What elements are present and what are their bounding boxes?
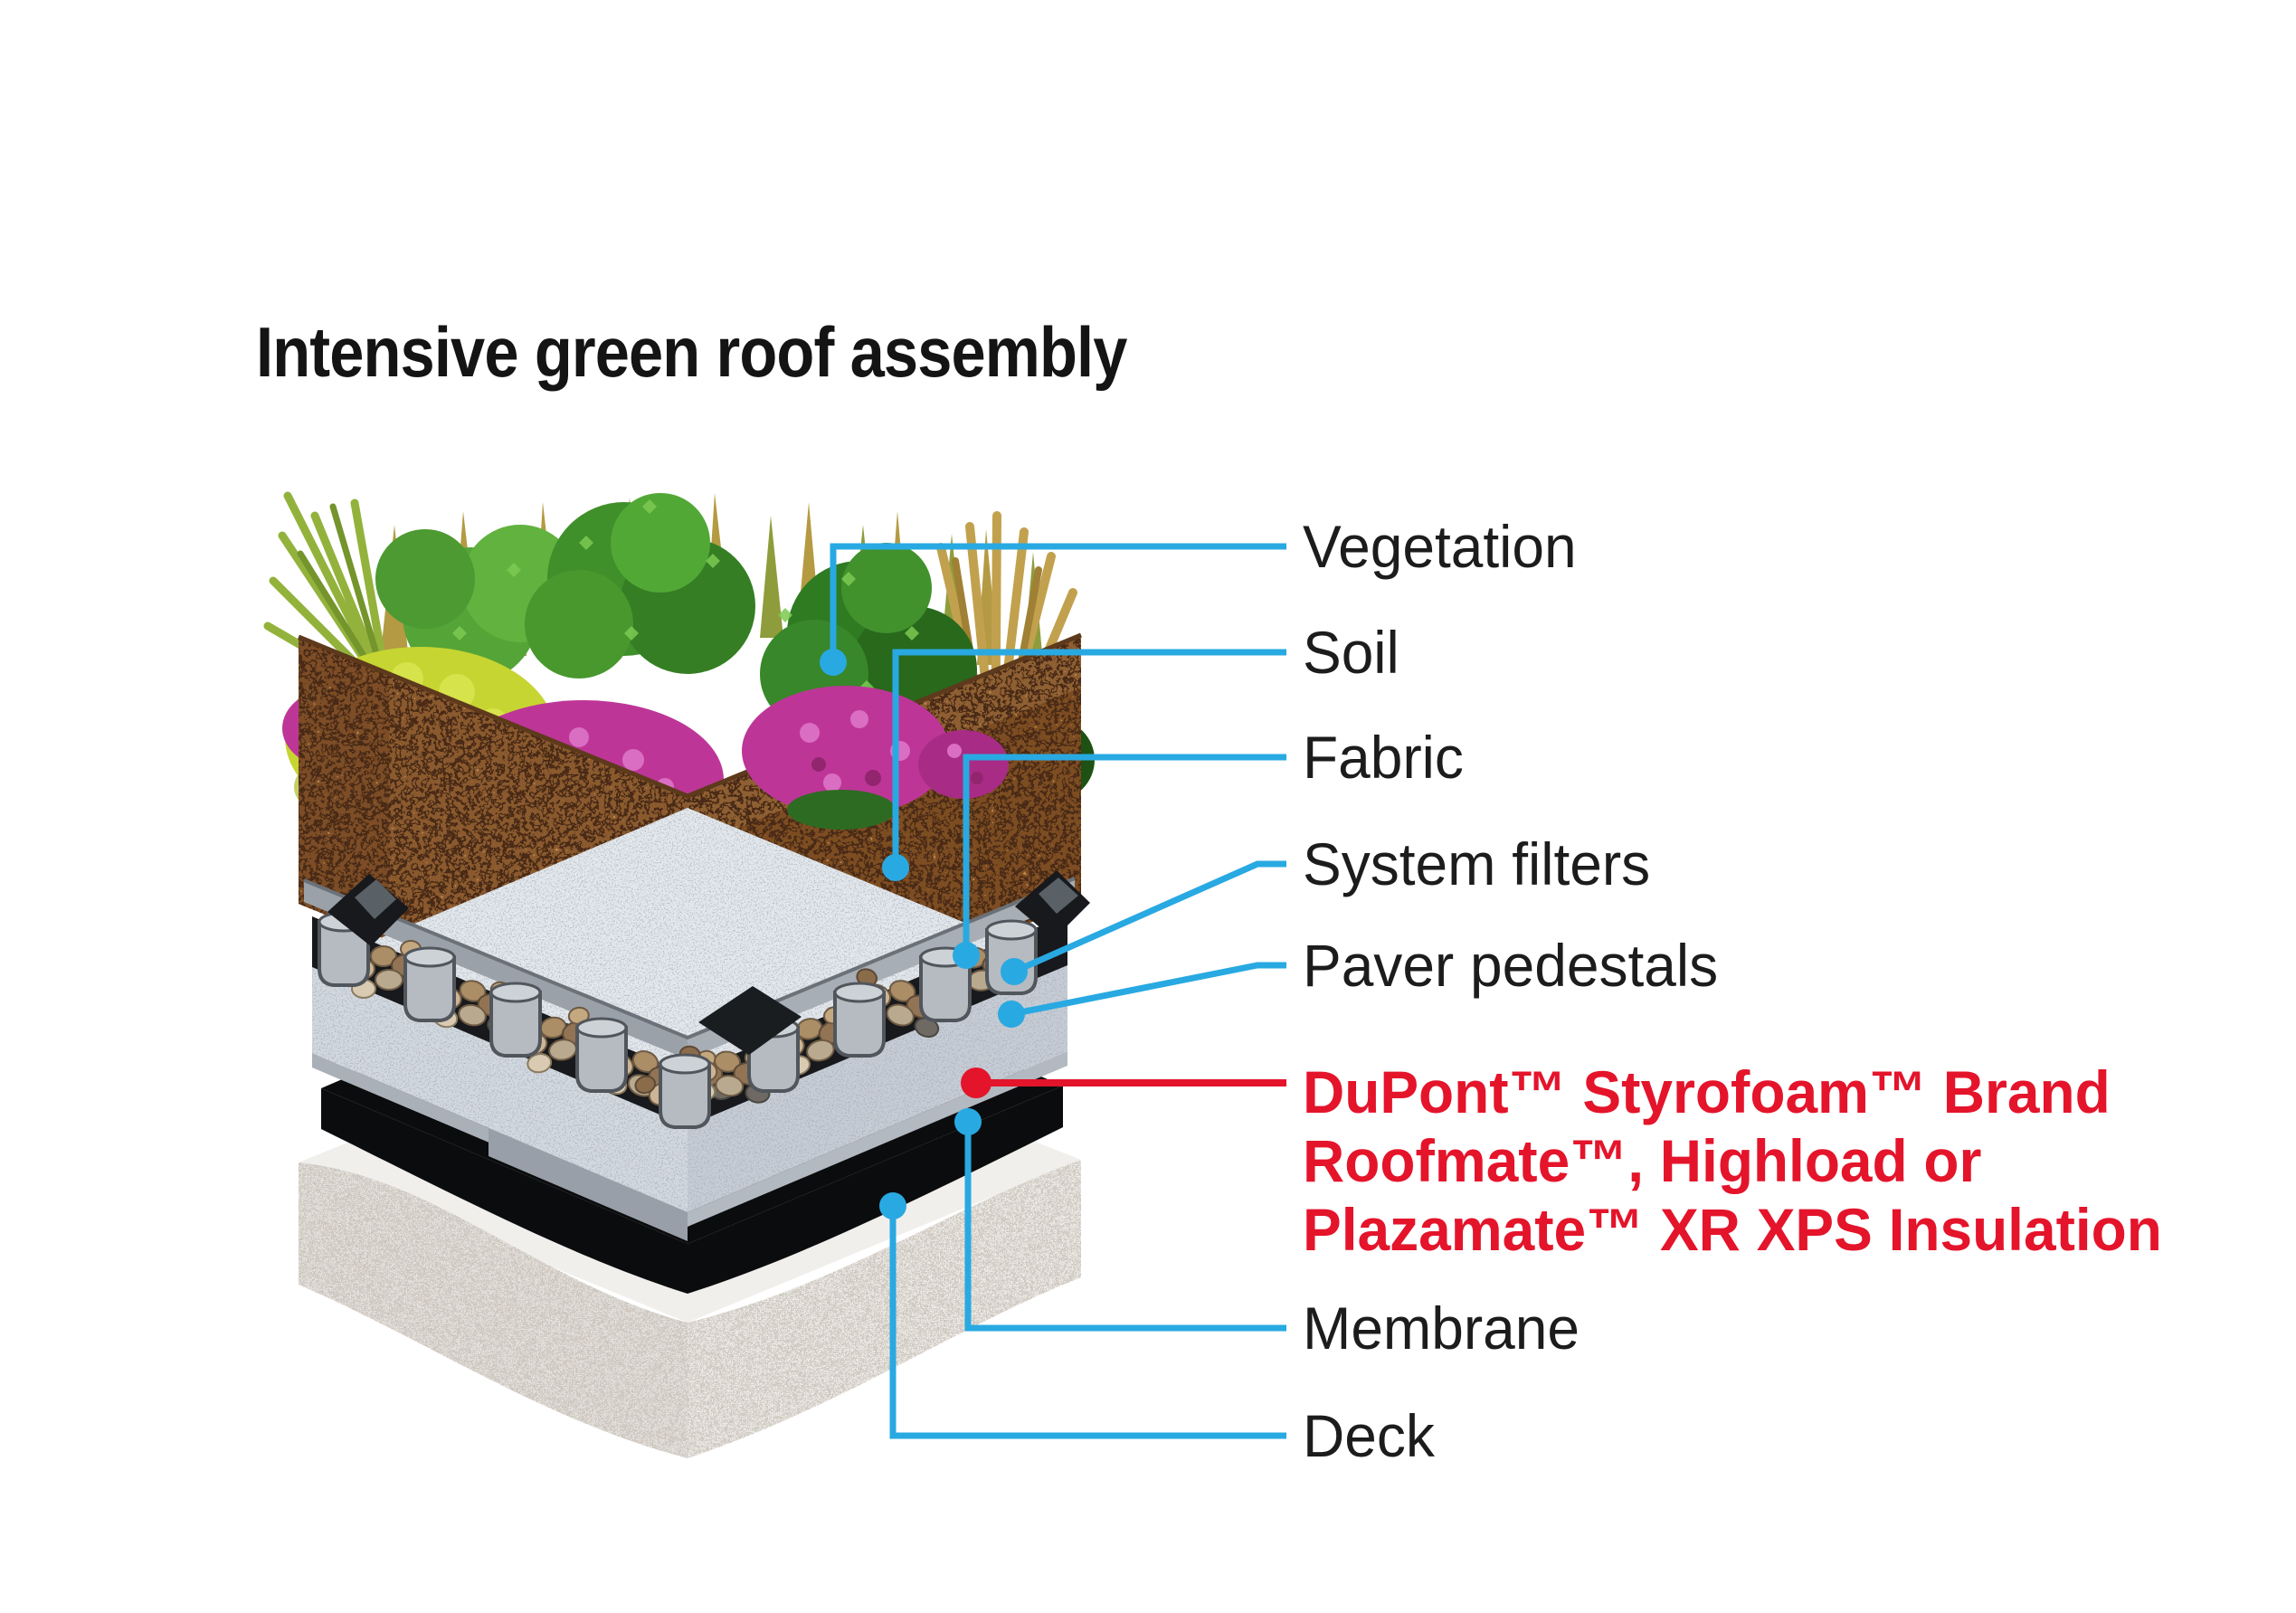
- label-xps-insulation: DuPont™ Styrofoam™ Brand Roofmate™, High…: [1303, 1058, 2162, 1264]
- leader-soil: [882, 649, 1286, 881]
- leader-membrane: [954, 1108, 1286, 1332]
- label-xps-insulation-line-1: DuPont™ Styrofoam™ Brand: [1303, 1058, 2111, 1125]
- label-xps-insulation-line-2: Roofmate™, Highload or: [1303, 1127, 1982, 1194]
- leader-vegetation: [820, 543, 1286, 676]
- label-deck: Deck: [1303, 1402, 1435, 1469]
- label-membrane: Membrane: [1303, 1295, 1580, 1362]
- drainage-crate-graphic: [312, 870, 1090, 1131]
- page-title: Intensive green roof assembly: [256, 312, 1127, 392]
- leader-deck: [879, 1192, 1286, 1439]
- leader-paver-pedestals: [998, 962, 1286, 1028]
- label-vegetation: Vegetation: [1303, 513, 1577, 580]
- label-xps-insulation-line-3: Plazamate™ XR XPS Insulation: [1303, 1196, 2162, 1263]
- leader-dot-paver-pedestals: [998, 1001, 1025, 1028]
- leader-insulation: [961, 1067, 1286, 1098]
- label-fabric: Fabric: [1303, 724, 1464, 791]
- leader-dot-deck: [879, 1192, 906, 1219]
- leader-dot-insulation: [961, 1067, 991, 1098]
- leader-dot-fabric: [953, 942, 980, 969]
- leader-dot-membrane: [954, 1108, 982, 1135]
- label-soil: Soil: [1303, 619, 1399, 686]
- deck-layer-graphic: [299, 1160, 1081, 1458]
- label-system-filters: System filters: [1303, 830, 1651, 897]
- leader-system-filters: [1001, 860, 1286, 985]
- leader-fabric: [953, 754, 1286, 969]
- leader-dot-vegetation: [820, 649, 847, 676]
- leader-dot-system-filters: [1001, 958, 1028, 985]
- filter-fabric-flaps-graphic: [327, 870, 1090, 1055]
- leader-dot-soil: [882, 854, 909, 881]
- label-paver-pedestals: Paver pedestals: [1303, 932, 1719, 999]
